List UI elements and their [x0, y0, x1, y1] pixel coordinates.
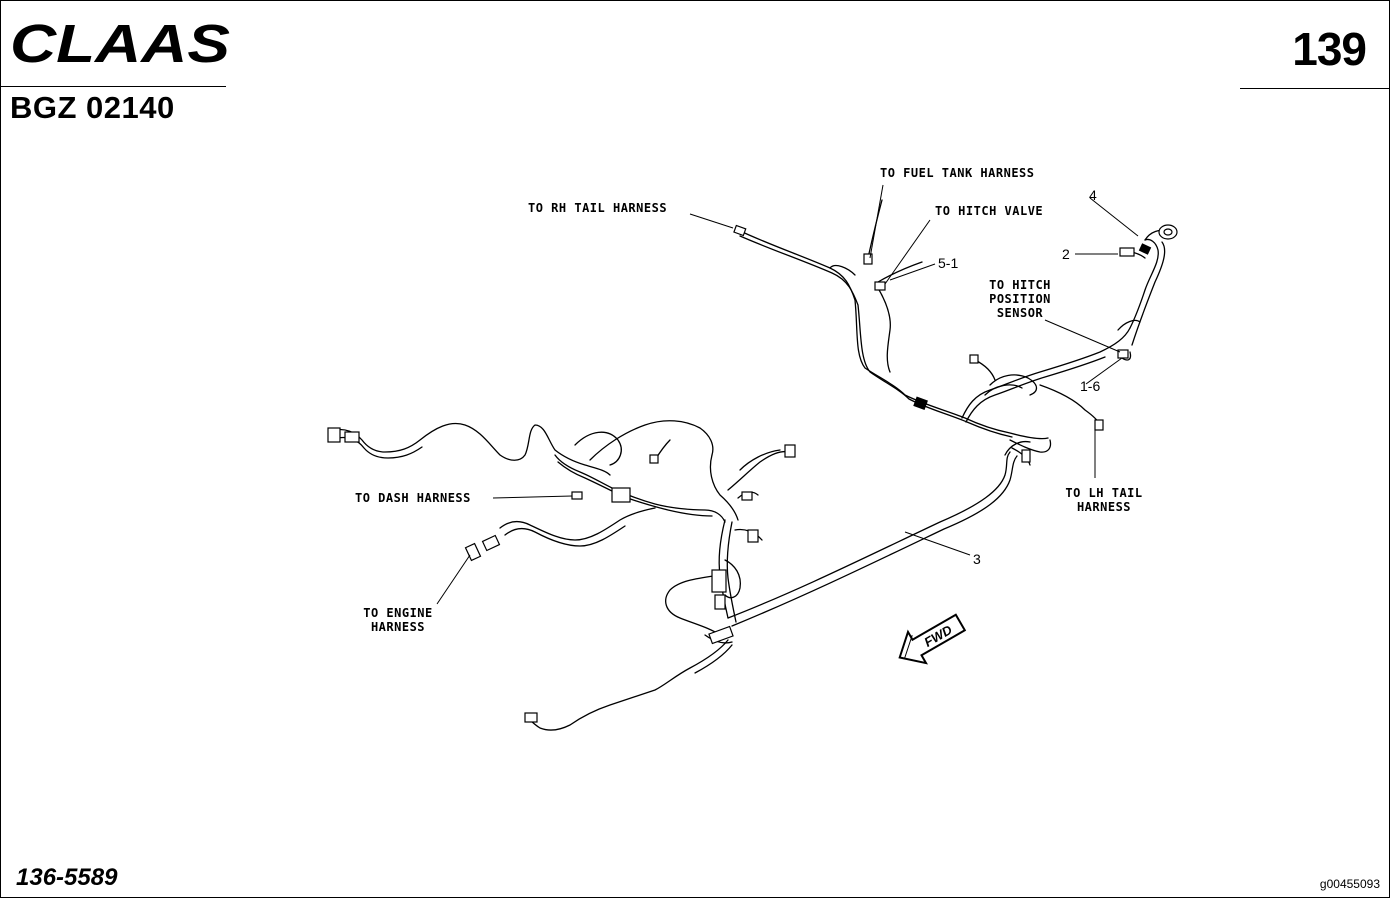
label-hitch-position-line3: SENSOR	[997, 306, 1044, 320]
connector-hitch-valve	[874, 281, 886, 291]
image-id: g00455093	[1319, 877, 1380, 891]
harness-main-3	[727, 451, 1011, 619]
ref-2: 2	[1062, 246, 1070, 262]
ref-5-1: 5-1	[938, 255, 958, 271]
connector-rh-tail	[733, 224, 747, 237]
connector-hitch-position	[1117, 349, 1129, 359]
label-hitch-position-line1: TO HITCH	[989, 278, 1051, 292]
label-engine-line1: TO ENGINE	[363, 606, 433, 620]
claas-logo: CLAAS	[10, 18, 230, 68]
connector-fuel-tank	[863, 253, 873, 265]
model-code: BGZ 02140	[10, 90, 175, 125]
ref-3: 3	[973, 551, 981, 567]
page-number: 139	[1292, 23, 1367, 75]
label-engine-line2: HARNESS	[371, 620, 425, 634]
connector-item-2	[1119, 247, 1135, 257]
ref-4: 4	[1089, 187, 1097, 203]
ref-1-6: 1-6	[1080, 378, 1100, 394]
connector-left-end	[327, 427, 341, 443]
label-to-hitch-valve: TO HITCH VALVE	[935, 204, 1043, 218]
harness-upper	[737, 229, 1049, 440]
connector-lh-tail	[1094, 419, 1104, 431]
harness-left	[334, 422, 611, 476]
label-lh-tail-line2: HARNESS	[1077, 500, 1131, 514]
label-to-dash-harness: TO DASH HARNESS	[355, 491, 471, 505]
fwd-direction-arrow: FWD	[898, 613, 967, 665]
label-to-fuel-tank-harness: TO FUEL TANK HARNESS	[880, 166, 1035, 180]
label-lh-tail-line1: TO LH TAIL	[1065, 486, 1142, 500]
brand-logo-text: CLAAS	[10, 18, 230, 68]
label-hitch-position-line2: POSITION	[989, 292, 1051, 306]
connector-dash	[571, 491, 583, 500]
label-to-rh-tail-harness: TO RH TAIL HARNESS	[528, 201, 667, 215]
part-number: 136-5589	[16, 864, 118, 891]
connector-engine	[464, 542, 482, 562]
header-rule-right	[1240, 88, 1390, 89]
connector-bottom-end	[524, 712, 538, 723]
header-rule-left	[0, 86, 226, 87]
